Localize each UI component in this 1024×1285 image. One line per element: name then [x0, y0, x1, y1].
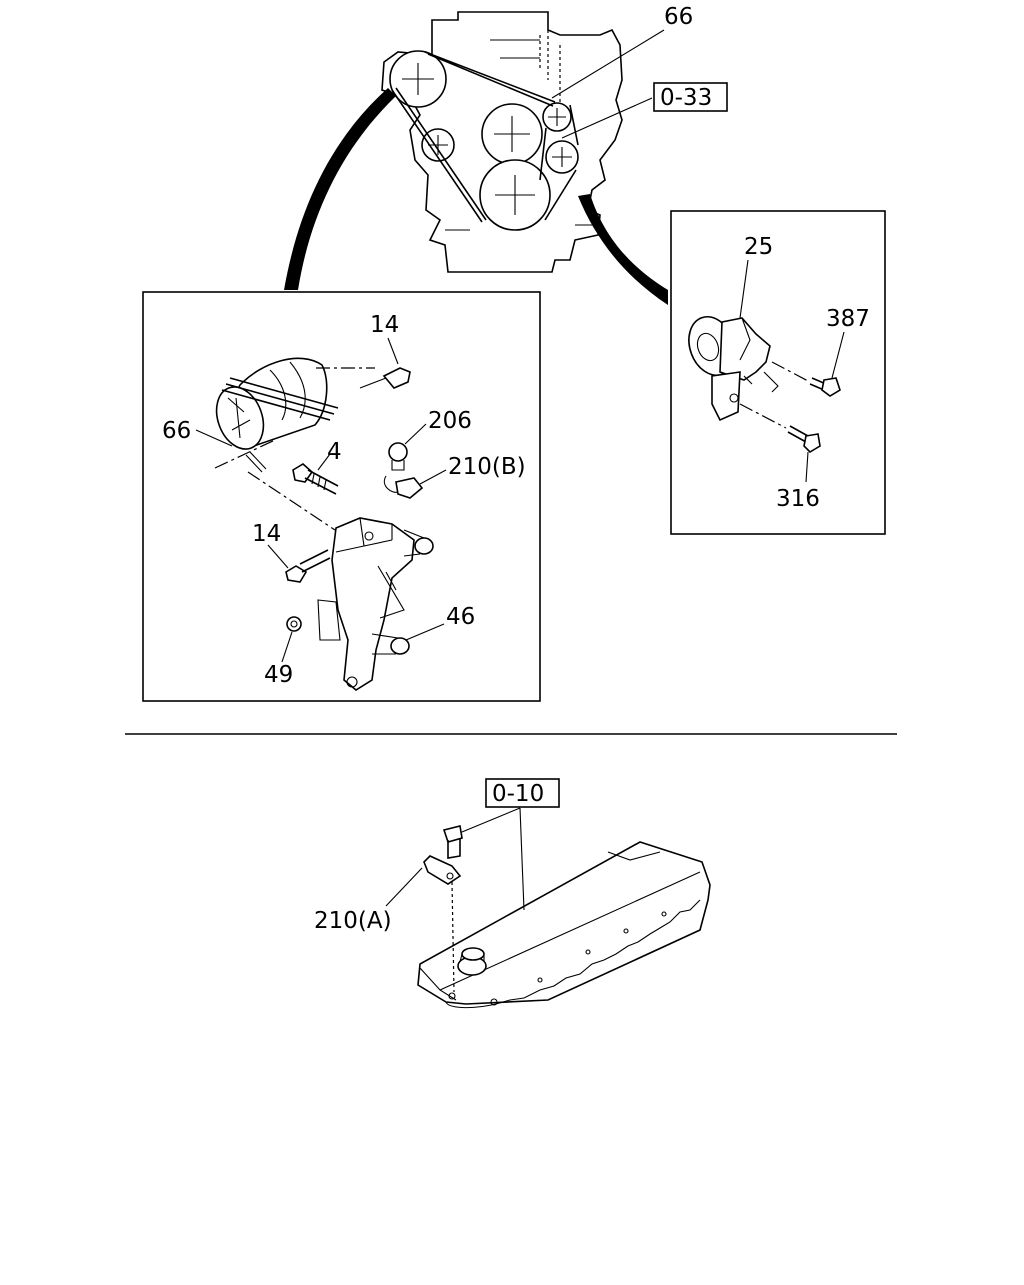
label-210b: 210(B) [448, 454, 526, 480]
label-210a: 210(A) [314, 908, 392, 934]
label-ref-0-10: 0-10 [492, 781, 544, 807]
rocker-cover-view: 0-10 210(A) [314, 778, 711, 1009]
ref-box-0-33 [653, 82, 728, 112]
label-14-top: 14 [370, 312, 399, 338]
label-316: 316 [776, 486, 820, 512]
right-detail-box: 25 387 316 [670, 210, 886, 535]
label-66-top: 66 [664, 4, 693, 30]
label-66-left: 66 [162, 418, 191, 444]
label-4: 4 [327, 439, 342, 465]
label-ref-0-33: 0-33 [660, 85, 712, 111]
label-25: 25 [744, 234, 773, 260]
engine-front-view: 66 0-33 [284, 4, 728, 305]
left-detail-box: 14 66 206 4 210(B) 46 [142, 291, 541, 702]
ref-box-0-10 [485, 778, 560, 808]
label-387: 387 [826, 306, 870, 332]
label-206: 206 [428, 408, 472, 434]
label-49: 49 [264, 662, 293, 688]
label-14-mid: 14 [252, 521, 281, 547]
label-46: 46 [446, 604, 475, 630]
